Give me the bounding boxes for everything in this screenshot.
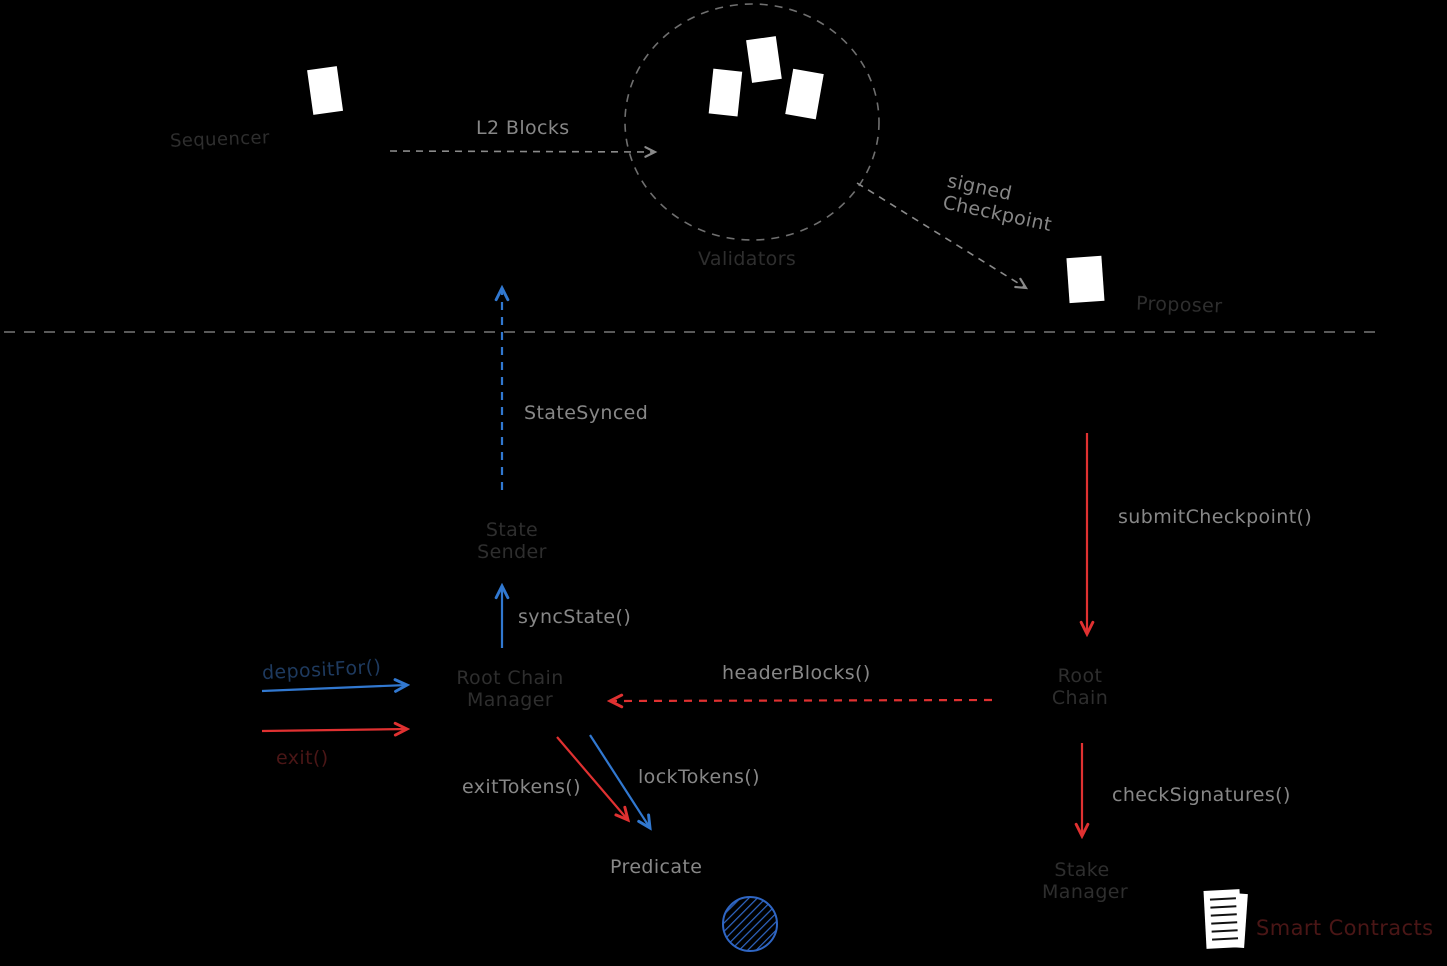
state-sender-label-line2: Sender [477,540,547,563]
header-blocks-arrow [610,700,993,701]
contracts-note-label: Smart Contracts [1256,916,1434,940]
lock-tokens-arrow [589,734,650,828]
sequencer-label: Sequencer [169,127,271,152]
root-chain-manager-label-line2: Manager [466,688,554,711]
root-chain-manager-label-line1: Root Chain [456,667,564,689]
sync-state-label: syncState() [518,606,632,628]
proposer-label: Proposer [1135,292,1223,318]
predicate-label: Predicate [610,856,703,878]
root-chain-manager-node-label: Root Chain Manager [452,667,568,712]
check-signatures-label: checkSignatures() [1112,784,1291,806]
header-blocks-label: headerBlocks() [722,662,871,684]
l2-blocks-arrow [389,146,658,158]
l2-blocks-label: L2 Blocks [476,117,570,139]
exit-tokens-arrow [556,736,628,820]
validators-circle [624,3,880,241]
submit-checkpoint-label: submitCheckpoint() [1118,506,1313,528]
state-sender-label-line1: State [485,519,539,541]
exit-arrow [261,729,407,731]
proposer-block-icon [1066,255,1105,304]
root-chain-label-line2: Chain [1051,686,1109,709]
state-sender-node-label: State Sender [474,519,550,564]
exit-label: exit() [276,747,329,769]
lock-tokens-label: lockTokens() [638,766,760,788]
stake-manager-label-line2: Manager [1042,880,1129,903]
stake-manager-label-line1: Stake [1054,859,1110,881]
root-chain-node-label: Root Chain [1048,665,1112,710]
sequencer-block-icon [307,66,344,115]
exit-tokens-label: exitTokens() [462,776,581,798]
validator-block-icon [708,68,743,117]
document-icon [1203,889,1248,949]
validators-label: Validators [698,248,797,270]
deposit-for-arrow [261,685,407,691]
validator-block-icon [785,68,824,120]
root-chain-label-line1: Root [1057,665,1103,687]
validator-block-icon [746,36,782,83]
stake-manager-node-label: Stake Manager [1042,859,1129,904]
state-synced-label: StateSynced [524,402,649,424]
token-circle-icon [722,896,778,952]
